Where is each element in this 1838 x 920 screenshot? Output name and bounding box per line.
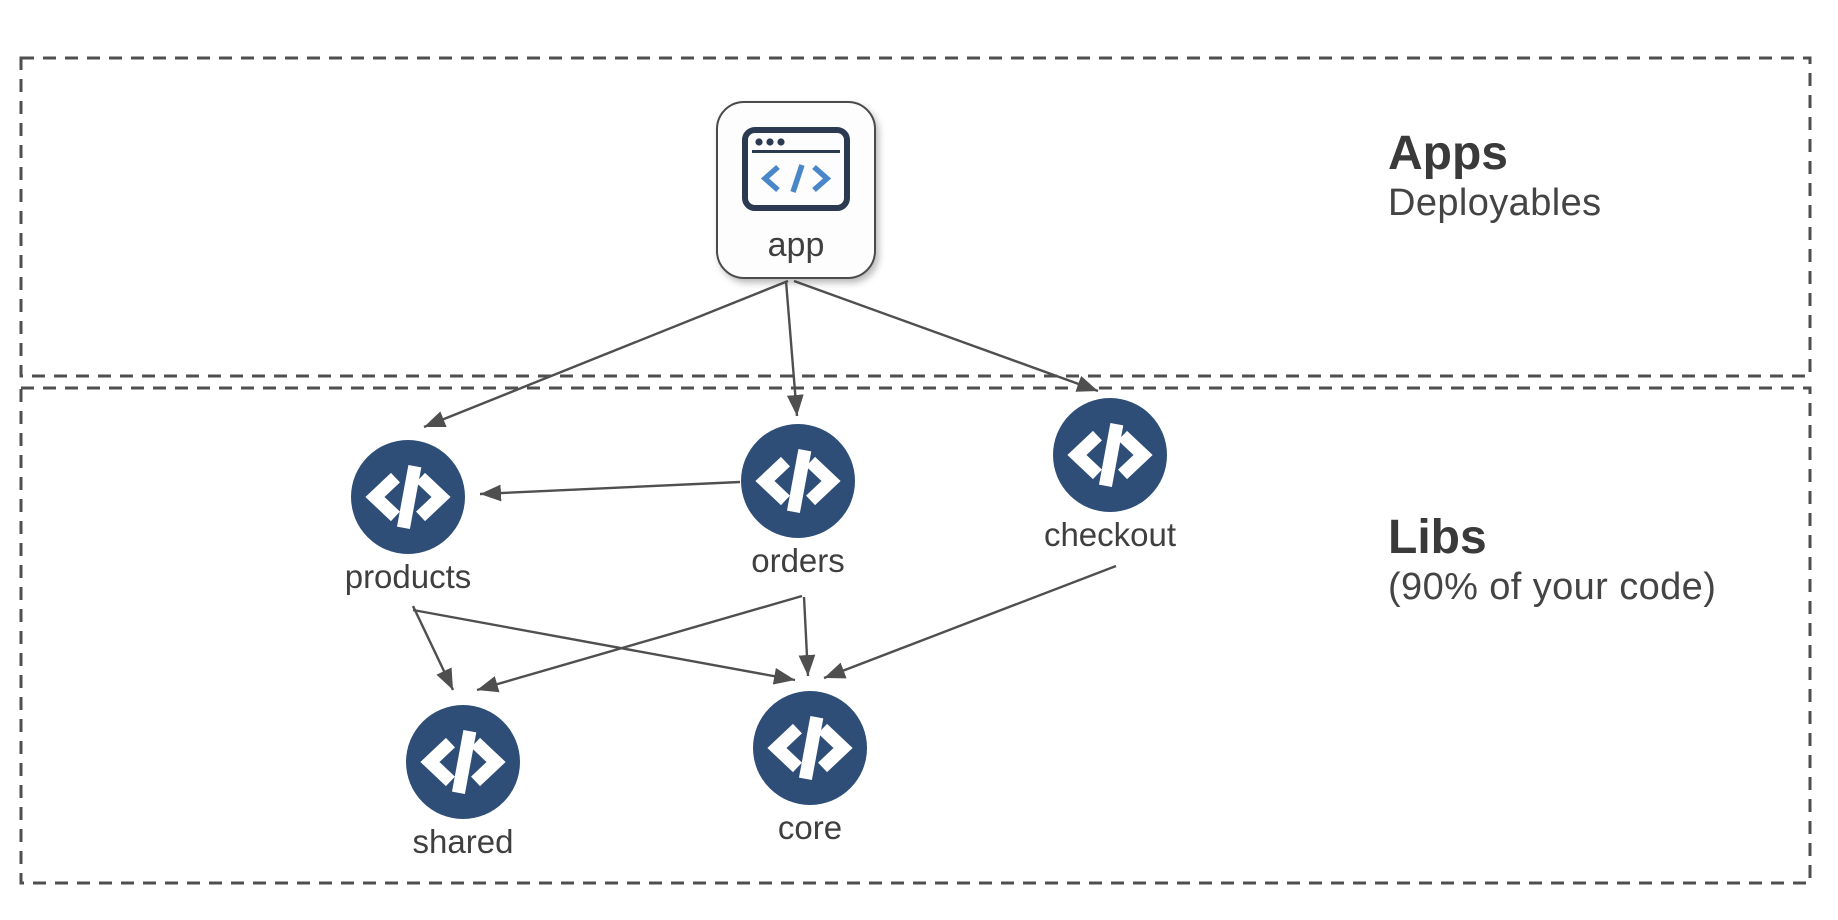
libs-section-box <box>19 386 1812 885</box>
edge-products-shared <box>411 605 455 691</box>
apps-section-label: Apps Deployables <box>1388 126 1602 227</box>
node-orders: orders <box>741 424 855 579</box>
node-label: shared <box>412 823 514 860</box>
node-label: checkout <box>1043 516 1177 553</box>
edge-checkout-core <box>823 564 1117 680</box>
libs-section-label: Libs (90% of your code) <box>1388 510 1716 611</box>
apps-section-box <box>19 56 1812 378</box>
edge-orders-products <box>479 480 741 502</box>
node-products: products <box>345 440 471 595</box>
apps-section-title: Apps <box>1388 127 1508 180</box>
code-icon <box>1053 398 1167 512</box>
node-app: app <box>716 101 876 279</box>
code-icon <box>351 440 465 554</box>
node-label: orders <box>751 542 845 579</box>
code-icon <box>406 705 520 819</box>
edge-app-checkout <box>793 279 1099 393</box>
code-icon <box>753 691 867 805</box>
node-core: core <box>753 691 867 846</box>
libs-section-subtitle: (90% of your code) <box>1388 566 1717 609</box>
node-label: core <box>777 809 843 846</box>
edge-products-core <box>412 608 796 685</box>
browser-code-icon <box>742 127 850 211</box>
apps-section-subtitle: Deployables <box>1388 182 1602 225</box>
edge-orders-core <box>798 596 816 677</box>
code-icon <box>741 424 855 538</box>
edge-orders-shared <box>476 594 803 693</box>
node-shared: shared <box>406 705 520 860</box>
node-label: products <box>344 558 472 595</box>
libs-section-title: Libs <box>1388 511 1487 564</box>
node-label: app <box>767 226 825 264</box>
edge-app-orders <box>784 280 804 417</box>
node-checkout: checkout <box>1044 398 1176 553</box>
edge-app-products <box>423 279 789 429</box>
